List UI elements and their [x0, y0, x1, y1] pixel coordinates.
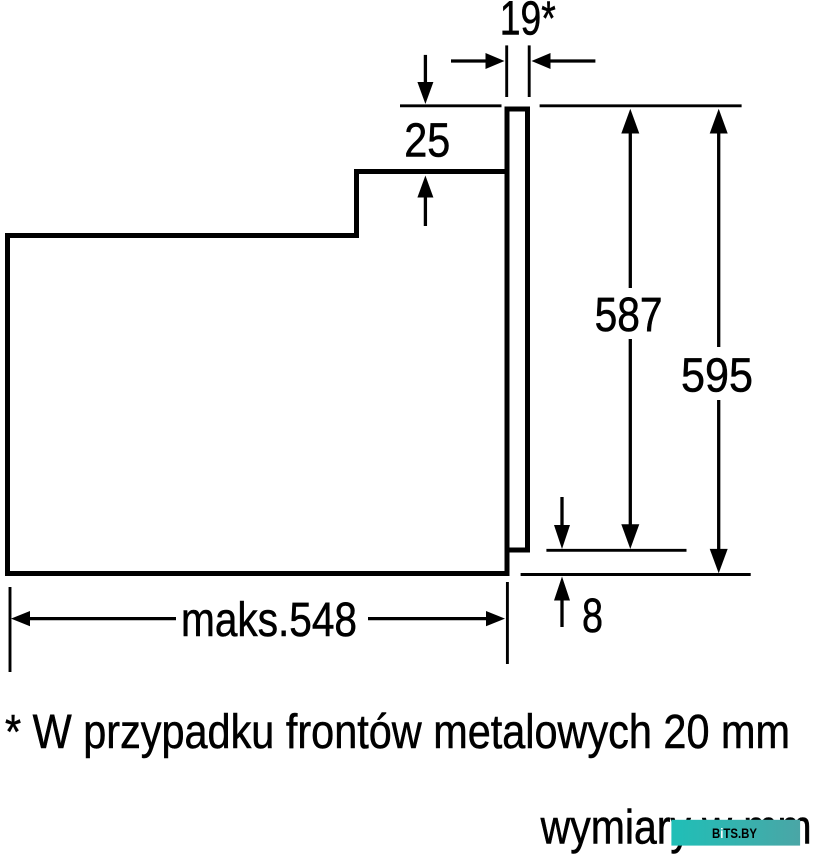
svg-text:587: 587 [595, 289, 663, 342]
svg-text:595: 595 [681, 349, 753, 402]
svg-text:maks.548: maks.548 [181, 594, 357, 647]
svg-text:BiTS.BY: BiTS.BY [712, 826, 757, 841]
svg-text:8: 8 [582, 590, 603, 643]
svg-text:* W przypadku frontów metalowy: * W przypadku frontów metalowych 20 mm [5, 706, 790, 759]
svg-text:25: 25 [404, 115, 450, 168]
svg-text:19*: 19* [500, 0, 556, 46]
